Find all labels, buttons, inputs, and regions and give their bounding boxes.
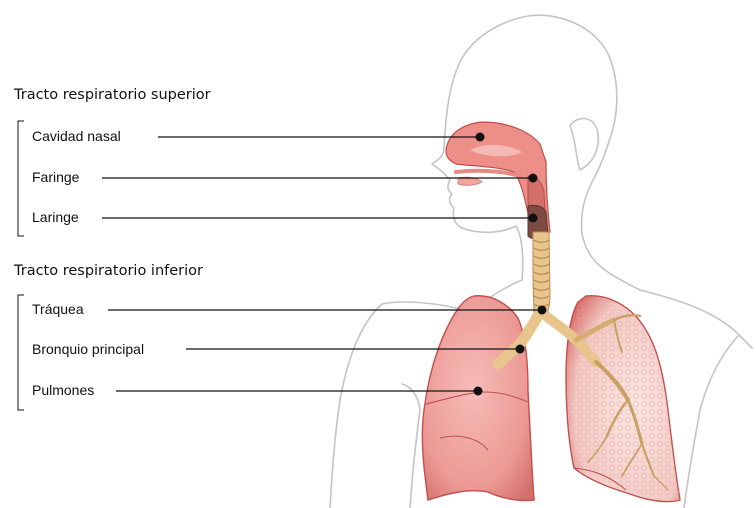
label-nasal-text: Cavidad nasal	[32, 128, 121, 144]
right-armpit-line	[684, 336, 738, 508]
left-lung	[422, 296, 534, 501]
label-pharynx-text: Faringe	[32, 169, 80, 185]
left-armpit-line	[402, 384, 420, 508]
label-larynx: Laringe	[32, 209, 538, 225]
point-larynx	[529, 214, 538, 223]
point-pharynx	[529, 174, 538, 183]
label-nasal: Cavidad nasal	[32, 128, 485, 144]
right-lung-alveoli	[568, 300, 680, 499]
point-trachea	[538, 306, 547, 315]
palate	[456, 171, 520, 176]
label-trachea-text: Tráquea	[32, 301, 84, 317]
upper-section-title: Tracto respiratorio superior	[13, 87, 211, 103]
label-lungs-text: Pulmones	[32, 382, 94, 398]
point-lungs	[474, 387, 483, 396]
lower-section-title: Tracto respiratorio inferior	[13, 263, 203, 279]
trachea	[533, 232, 550, 318]
ear-outline	[570, 118, 598, 170]
right-lung	[566, 296, 680, 502]
label-larynx-text: Laringe	[32, 209, 79, 225]
upper-section-bracket	[18, 121, 24, 236]
lower-section-bracket	[18, 295, 24, 410]
point-bronchus	[516, 345, 525, 354]
label-bronchus-text: Bronquio principal	[32, 341, 144, 357]
point-nasal	[476, 133, 485, 142]
